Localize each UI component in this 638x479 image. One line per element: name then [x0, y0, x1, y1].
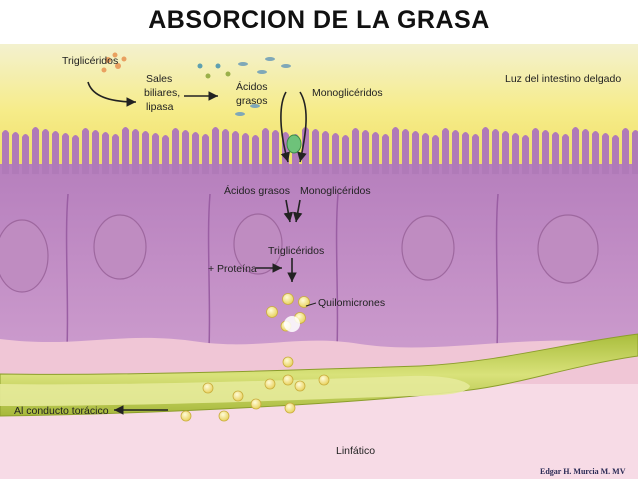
microvillus: [402, 129, 409, 174]
microvillus: [582, 129, 589, 174]
microvillus: [202, 134, 209, 174]
microvillus: [472, 134, 479, 174]
microvillus: [142, 131, 149, 174]
author-credit: Edgar H. Murcia M. MV: [540, 467, 626, 476]
process-arrows: [87, 81, 307, 415]
microvillus: [432, 135, 439, 174]
microvillus: [342, 135, 349, 174]
label-fatty-acids-mid: Ácidos grasos: [224, 184, 290, 197]
microvillus: [372, 132, 379, 174]
label-triglycerides-mid: Triglicéridos: [268, 245, 324, 257]
label-chylomicrons: Quilomicrones: [318, 297, 385, 309]
arrow-mono-down-left: [280, 91, 290, 163]
microvillus: [322, 131, 329, 174]
exocytosis-vesicle: [284, 316, 300, 332]
microvillus: [52, 131, 59, 174]
microvillus: [122, 127, 129, 174]
microvillus: [592, 131, 599, 174]
label-acids-1: Ácidos: [236, 80, 268, 93]
microvillus: [332, 133, 339, 174]
microvillus: [352, 128, 359, 174]
label-sales-3: lipasa: [146, 101, 174, 113]
microvillus: [162, 135, 169, 174]
label-sales-1: Sales: [146, 73, 172, 85]
label-lymphatic: Linfático: [336, 445, 375, 457]
microvillus: [272, 130, 279, 174]
microvillus: [132, 129, 139, 174]
label-sales-2: biliares,: [144, 87, 180, 99]
microvillus: [462, 132, 469, 174]
lymphatic-vessel-lumen: [0, 375, 470, 406]
chylomicron-leader: [305, 302, 317, 307]
microvillus: [152, 133, 159, 174]
label-lumen: Luz del intestino delgado: [505, 73, 621, 85]
cell-nuclei: [0, 213, 599, 293]
microvillus: [182, 130, 189, 174]
label-thoracic-duct: Al conducto torácico: [14, 405, 109, 417]
microvillus: [552, 132, 559, 174]
microvillus: [82, 128, 89, 174]
arrow-acids-down: [283, 199, 294, 223]
microvillus: [62, 133, 69, 174]
microvillus: [392, 127, 399, 174]
microvillus: [42, 129, 49, 174]
micelle: [286, 134, 302, 154]
microvillus: [492, 129, 499, 174]
microvillus: [562, 134, 569, 174]
microvillus: [482, 127, 489, 174]
microvillus: [542, 130, 549, 174]
microvillus: [452, 130, 459, 174]
microvillus: [242, 133, 249, 174]
microvillus: [612, 135, 619, 174]
microvillus: [502, 131, 509, 174]
arrow-trig-to-sales: [87, 81, 137, 107]
microvillus: [12, 132, 19, 174]
microvillus: [192, 132, 199, 174]
microvillus: [312, 129, 319, 174]
microvillus: [602, 133, 609, 174]
microvillus: [442, 128, 449, 174]
microvillus: [422, 133, 429, 174]
microvillus: [112, 134, 119, 174]
arrow-mono-down-right: [297, 91, 307, 163]
microvillus: [252, 135, 259, 174]
microvillus: [362, 130, 369, 174]
microvillus: [512, 133, 519, 174]
microvillus: [632, 130, 638, 174]
microvillus: [32, 127, 39, 174]
microvillus: [532, 128, 539, 174]
microvillus: [412, 131, 419, 174]
microvillus: [72, 135, 79, 174]
label-protein: + Proteína: [208, 263, 257, 275]
microvillus: [2, 130, 9, 174]
microvillus: [232, 131, 239, 174]
microvillus: [522, 135, 529, 174]
microvillus: [222, 129, 229, 174]
label-monoglycerides-top: Monoglicéridos: [312, 87, 383, 99]
microvillus: [572, 127, 579, 174]
microvillus: [22, 134, 29, 174]
fat-absorption-diagram: Triglicéridos Sales biliares, lipasa Áci…: [0, 44, 638, 479]
microvillus: [102, 132, 109, 174]
label-monoglycerides-mid: Monoglicéridos: [300, 185, 371, 197]
microvillus: [622, 128, 629, 174]
fatty-acid-dots: [197, 57, 291, 116]
microvillus: [212, 127, 219, 174]
microvillus: [172, 128, 179, 174]
arrow-mono-down: [292, 199, 303, 223]
microvilli: [2, 127, 638, 174]
label-triglycerides-top: Triglicéridos: [62, 55, 118, 67]
microvillus: [262, 128, 269, 174]
microvillus: [92, 130, 99, 174]
slide-title: ABSORCION DE LA GRASA: [148, 6, 490, 34]
label-acids-2: grasos: [236, 95, 268, 107]
triglyceride-dots: [101, 52, 127, 73]
microvillus: [382, 134, 389, 174]
